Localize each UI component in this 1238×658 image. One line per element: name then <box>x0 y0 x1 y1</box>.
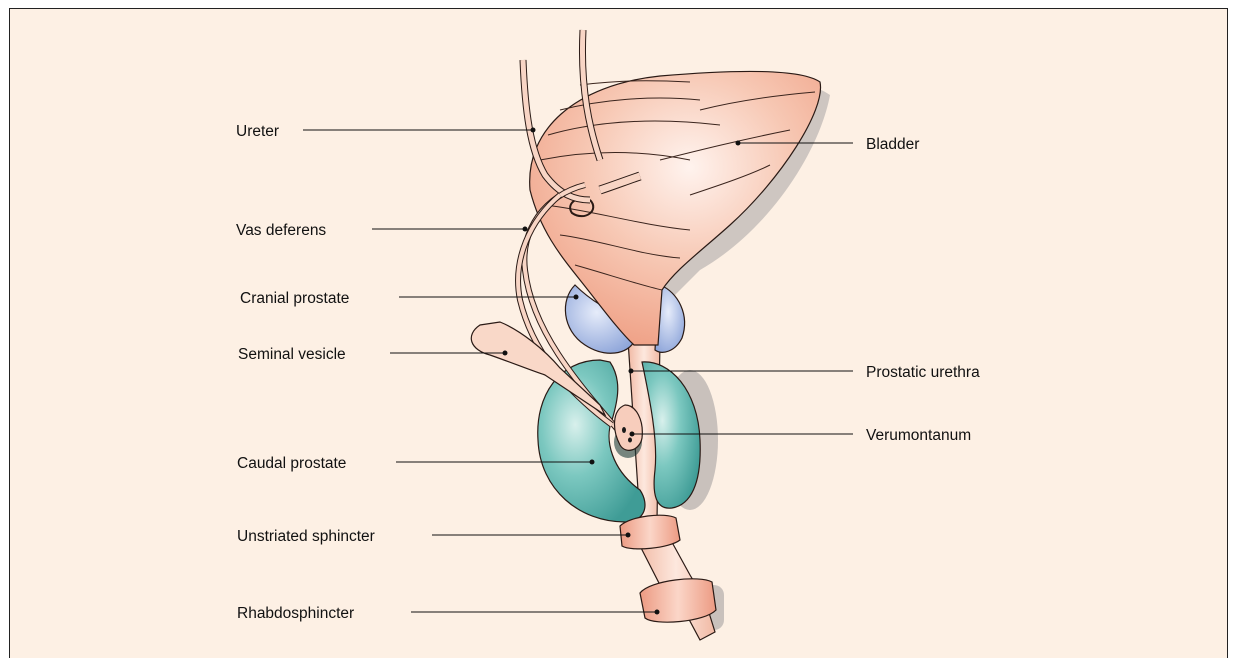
label-unstriated-sphincter: Unstriated sphincter <box>237 528 375 545</box>
label-rhabdosphincter: Rhabdosphincter <box>237 605 354 622</box>
label-cranial-prostate: Cranial prostate <box>240 290 349 307</box>
unstriated-sphincter-shape <box>620 515 680 549</box>
label-bladder: Bladder <box>866 136 919 153</box>
label-seminal-vesicle: Seminal vesicle <box>238 346 346 363</box>
label-caudal-prostate: Caudal prostate <box>237 455 346 472</box>
label-prostatic-urethra: Prostatic urethra <box>866 364 980 381</box>
label-vas-deferens: Vas deferens <box>236 222 326 239</box>
label-verumontanum: Verumontanum <box>866 427 971 444</box>
rhabdosphincter-shape <box>640 579 716 622</box>
label-ureter: Ureter <box>236 123 279 140</box>
